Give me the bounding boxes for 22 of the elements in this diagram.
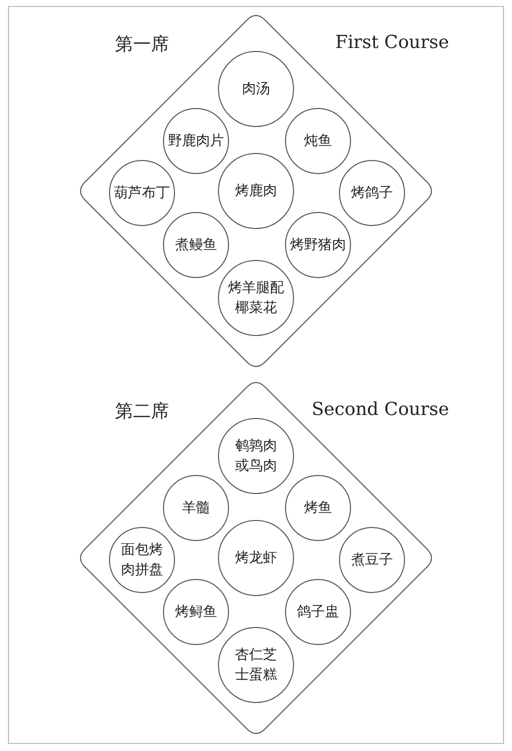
dish-name: 炖鱼 <box>303 132 333 151</box>
dish-name: 羊髓 <box>181 499 211 518</box>
dish-name: 烤羊腿配椰菜花 <box>227 279 285 318</box>
course-heading: First Course <box>335 32 449 54</box>
course-heading: 第二席 <box>115 401 169 423</box>
dish-name: 烤野猪肉 <box>289 236 347 255</box>
dish-name: 面包烤肉拼盘 <box>120 541 164 580</box>
dish-name: 煮鳗鱼 <box>174 236 218 255</box>
course-heading: Second Course <box>312 399 449 421</box>
dish-name: 烤龙虾 <box>234 549 278 568</box>
dish-name: 杏仁芝士蛋糕 <box>234 646 278 685</box>
dish-name: 烤鹿肉 <box>234 182 278 201</box>
dish-name: 野鹿肉片 <box>167 132 225 151</box>
dish-name: 鸽子盅 <box>296 603 340 622</box>
dish-name: 烤鸽子 <box>350 184 394 203</box>
dish-name: 烤鲟鱼 <box>174 603 218 622</box>
dish-name: 鹌鹑肉或鸟肉 <box>234 437 278 476</box>
dish-name: 肉汤 <box>241 80 271 99</box>
dish-name: 葫芦布丁 <box>113 184 171 203</box>
dish-name: 煮豆子 <box>350 551 394 570</box>
course-heading: 第一席 <box>115 34 169 56</box>
dish-name: 烤鱼 <box>303 499 333 518</box>
